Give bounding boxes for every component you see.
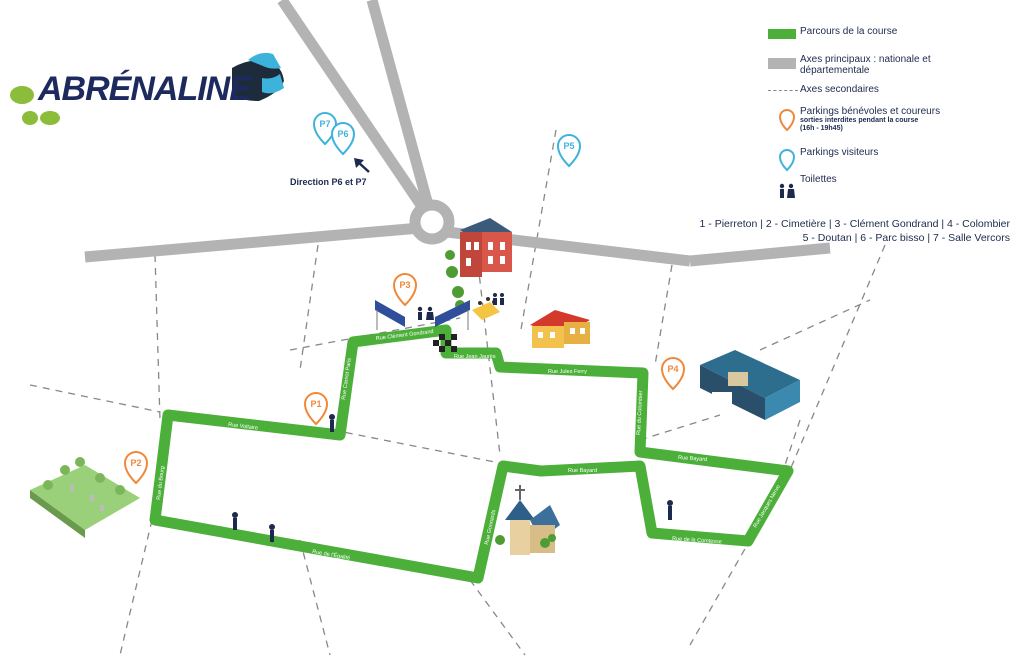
parking-label-p5: P5 <box>563 141 574 151</box>
legend-parking-volunteers-note-1: sorties interdites pendant la course <box>800 117 919 124</box>
direction-label: Direction P6 et P7 <box>290 177 367 187</box>
main-roads <box>84 0 831 267</box>
parking-label-p7: P7 <box>319 119 330 129</box>
parking-label-p2: P2 <box>130 458 141 468</box>
legend-course-label: Parcours de la course <box>800 26 898 37</box>
legend-parking-volunteers-label: Parkings bénévoles et coureurs <box>800 106 941 117</box>
legend-toilets-icon <box>779 183 795 198</box>
legend-secondary-roads-label: Axes secondaires <box>800 84 879 95</box>
brand-logo-text: ABRÉNALINE <box>38 70 252 108</box>
legend-secondary-roads-swatch <box>768 90 798 91</box>
legend-secondary-roads: Axes secondaires <box>760 84 1015 95</box>
cemetery <box>30 457 140 538</box>
parking-names-line-1: 1 - Pierreton | 2 - Cimetière | 3 - Clém… <box>699 218 1010 230</box>
finish-checkered-flag <box>433 334 457 352</box>
street-jean-jaures: Rue Jean Jaurès <box>454 354 496 360</box>
street-jules-ferry: Rue Jules Ferry <box>548 369 587 375</box>
legend-parking-visitors: Parkings visiteurs <box>760 147 1015 158</box>
street-bayard: Rue Bayard <box>568 468 597 474</box>
street-bourg: Rue du Bourg <box>156 466 166 500</box>
runners <box>232 414 673 542</box>
legend-main-roads-label-1: Axes principaux : nationale et <box>800 54 931 65</box>
street-jacques-nervo: Rue Jacques Nervo <box>753 484 782 529</box>
parking-label-p1: P1 <box>310 399 321 409</box>
legend-main-roads-label-2: départementale <box>800 65 870 76</box>
map-legend: Parcours de la course Axes principaux : … <box>760 26 1015 185</box>
parking-marker-p1[interactable]: P1 <box>303 370 329 426</box>
parking-marker-p2[interactable]: P2 <box>123 451 149 485</box>
street-colombier: Rue du Colombier <box>636 390 644 435</box>
legend-toilets-label: Toilettes <box>800 174 837 185</box>
street-carnot: Rue Carnot Paris <box>341 357 353 400</box>
legend-parking-visitors-label: Parkings visiteurs <box>800 147 879 158</box>
course-route <box>149 324 794 584</box>
brand-logo-leaves <box>10 86 60 125</box>
street-bayard-east: Rue Bayard <box>678 455 707 463</box>
school-building <box>530 310 590 348</box>
parking-names-line-2: 5 - Doutan | 6 - Parc bisso | 7 - Salle … <box>802 232 1010 244</box>
legend-parking-visitors-icon <box>778 149 796 172</box>
start-arch <box>375 300 470 330</box>
legend-main-roads: Axes principaux : nationale et départeme… <box>760 54 1015 76</box>
legend-parking-volunteers: Parkings bénévoles et coureurs sorties i… <box>760 106 1015 133</box>
street-voltaire: Rue Voltaire <box>228 422 258 432</box>
brand-logo-shoe-icon <box>232 52 284 101</box>
parking-marker-p3[interactable]: P3 <box>392 273 418 307</box>
legend-course-swatch <box>768 29 796 39</box>
church-building <box>505 485 560 555</box>
parking-marker-p5[interactable]: P5 <box>556 134 582 168</box>
parking-names-list: 1 - Pierreton | 2 - Cimetière | 3 - Clém… <box>700 217 1010 245</box>
street-comtesse: Rue de la Comtesse <box>672 536 722 545</box>
legend-main-roads-swatch <box>768 58 796 69</box>
gymnasium-building <box>700 350 800 420</box>
town-hall-building <box>460 218 512 277</box>
toilets-icon <box>417 293 504 320</box>
legend-course: Parcours de la course <box>760 26 1015 39</box>
parking-label-p4: P4 <box>667 364 678 374</box>
parking-label-p6: P6 <box>337 129 348 139</box>
legend-parking-volunteers-note-2: (16h - 19h45) <box>800 125 843 132</box>
legend-parking-volunteers-icon <box>778 109 796 132</box>
legend-toilets: Toilettes <box>760 174 1015 185</box>
parking-label-p3: P3 <box>399 280 410 290</box>
parking-marker-p6[interactable]: P6 <box>330 122 356 156</box>
parking-marker-p4[interactable]: P4 <box>660 357 686 391</box>
secondary-roads <box>29 129 886 656</box>
direction-arrow-icon <box>354 158 370 173</box>
